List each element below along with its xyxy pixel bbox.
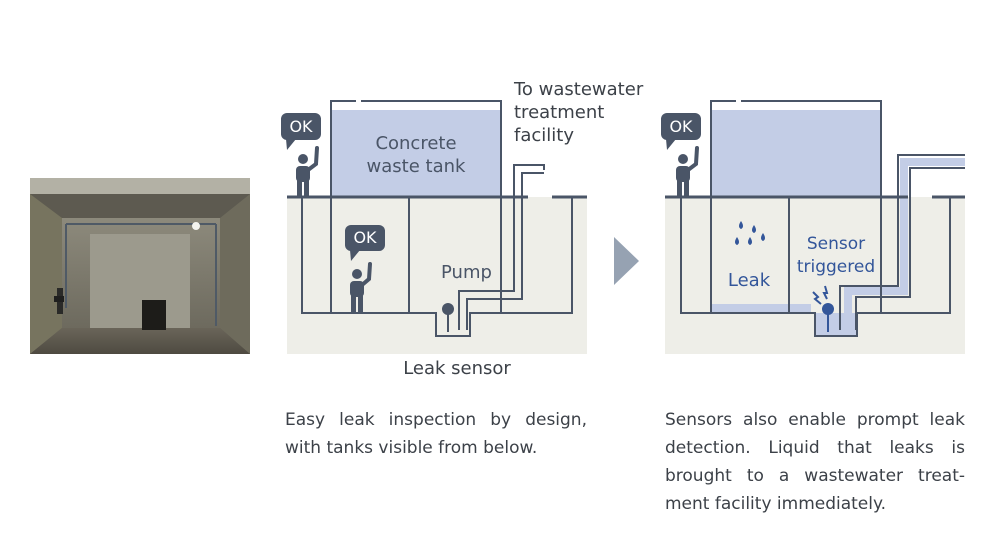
photo-light — [192, 222, 200, 230]
right-inspector-top — [676, 146, 699, 197]
left-outlet-pipe — [458, 164, 545, 330]
right-outlet-pipe — [839, 154, 965, 330]
sensor-triggered-line2: triggered — [797, 257, 875, 277]
right-leaked-liquid — [711, 304, 811, 313]
left-ok-top-text: OK — [289, 117, 313, 136]
alert-spark-icon — [812, 291, 822, 305]
leak-label: Leak — [728, 270, 771, 291]
right-tank-liquid — [711, 110, 881, 197]
right-panel: OK Leak Sensor triggered — [661, 100, 965, 354]
tank-label-line2: waste tank — [367, 156, 466, 177]
left-panel: OK OK Concrete waste tank To wastewater … — [281, 79, 644, 379]
right-caption: Sensors also enable prompt leak detectio… — [665, 410, 965, 514]
left-inspector-top — [296, 146, 319, 197]
right-pipe-liquid — [844, 158, 965, 313]
right-ok-badge-top — [661, 113, 701, 150]
inspection-space-photo — [30, 178, 250, 354]
left-ok-bottom-text: OK — [353, 228, 377, 247]
left-caption: Easy leak inspection by design, with tan… — [285, 410, 587, 458]
left-ok-badge-bottom — [345, 225, 385, 261]
left-inspector-bottom — [350, 262, 372, 313]
right-tank-outline — [710, 100, 882, 197]
left-tank-outline — [330, 100, 502, 197]
sensor-triggered-line1: Sensor — [807, 234, 865, 254]
arrow-right-icon — [614, 237, 639, 285]
left-pit-outline — [301, 197, 573, 337]
tank-label-line1: Concrete — [375, 133, 456, 154]
photo-doorway — [142, 300, 166, 330]
pump-label: Pump — [441, 262, 492, 283]
left-ok-badge-top — [281, 113, 321, 150]
outlet-label-line1: To wastewater — [513, 79, 644, 100]
outlet-label-line2: treatment — [514, 102, 604, 123]
leak-sensor-label: Leak sensor — [403, 358, 511, 379]
right-pit-outline — [680, 197, 951, 337]
left-tank-liquid — [331, 110, 501, 197]
leak-drops-icon — [735, 221, 765, 245]
right-ok-top-text: OK — [669, 117, 693, 136]
outlet-label-line3: facility — [514, 125, 574, 146]
